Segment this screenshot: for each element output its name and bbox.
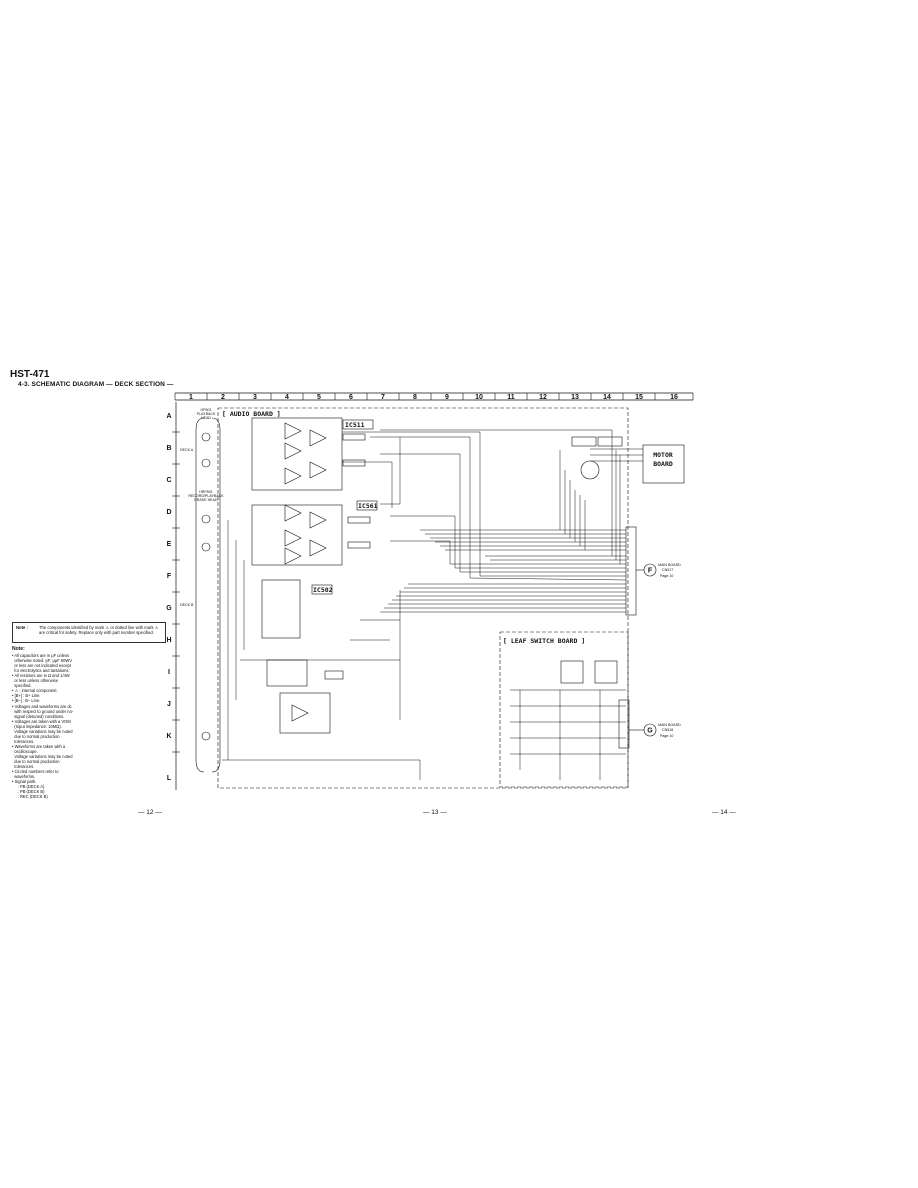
note-item: • Circled numbers refer to waveforms. [12, 769, 59, 780]
grid-column-label: 14 [603, 394, 611, 401]
note-item: • [B+] : B+ Line. [12, 693, 41, 699]
rec-head-label: RECORD/PLAYBACK [188, 494, 224, 498]
notes-title: Note: [12, 646, 25, 652]
safety-note-box: Note : The components identified by mark… [12, 622, 166, 643]
ic502-label: IC502 [313, 586, 333, 594]
grid-row-label: G [166, 605, 172, 612]
grid-column-label: 3 [253, 394, 257, 401]
safety-note-text: The components identified by mark ⚠ or d… [39, 625, 159, 636]
connector-f-symbol: F [648, 568, 653, 575]
section-title: 4-3. SCHEMATIC DIAGRAM — DECK SECTION — [18, 381, 174, 388]
grid-column-label: 7 [381, 394, 385, 401]
page-number-center: — 13 — [423, 809, 447, 816]
page-number-right: — 14 — [712, 809, 736, 816]
grid-column-label: 9 [445, 394, 449, 401]
note-item: • Signal path. [12, 779, 37, 785]
grid-column-label: 15 [635, 394, 643, 401]
note-item: • ⚠ : internal component. [12, 688, 58, 694]
note-item: • Voltages and waveforms are dc with res… [12, 703, 74, 719]
page-number-left: — 12 — [138, 809, 162, 816]
leaf-switch-board-title: [ LEAF SWITCH BOARD ] [503, 637, 585, 645]
connector-f-label: MAIN BOARD [658, 563, 681, 567]
grid-column-label: 6 [349, 394, 353, 401]
grid-column-label: 5 [317, 394, 321, 401]
grid-row-label: D [166, 509, 171, 516]
rec-head-label: HRP501 [199, 490, 213, 494]
grid-row-label: H [166, 637, 171, 644]
grid-row-label: A [166, 413, 171, 420]
note-item: : PB (DECK B) [12, 789, 45, 795]
connector-f-label: Page 10 [660, 574, 673, 578]
grid-column-label: 10 [475, 394, 483, 401]
ic561-label: IC561 [358, 502, 378, 510]
grid-row-label: E [167, 541, 172, 548]
connector-g-symbol: G [647, 728, 653, 735]
grid-column-label: 11 [507, 394, 515, 401]
connector-g-label: CN518 [662, 728, 673, 732]
motor-board-title-line2: BOARD [653, 460, 673, 468]
grid-column-label: 8 [413, 394, 417, 401]
grid-row-label: L [167, 775, 172, 782]
deck-b-label: DECK B [180, 603, 194, 607]
grid-row-label: C [166, 477, 171, 484]
grid-column-label: 12 [539, 394, 547, 401]
rec-head-label: ERASE HEAD [194, 498, 218, 502]
grid-column-label: 16 [670, 394, 678, 401]
connector-g-label: MAIN BOARD [658, 723, 681, 727]
grid-row-label: F [167, 573, 172, 580]
audio-board-title: [ AUDIO BOARD ] [222, 410, 281, 418]
connector-f-label: CN517 [662, 568, 673, 572]
grid-row-label: J [167, 701, 171, 708]
grid-column-label: 13 [571, 394, 579, 401]
note-item: : PB (DECK A) [12, 784, 45, 790]
ic511-label: IC511 [345, 421, 365, 429]
playback-head-label: PLAYBACK [197, 412, 216, 416]
playback-head-label: HP501 [201, 408, 212, 412]
model-number: HST-471 [10, 369, 50, 380]
connector-g-label: Page 10 [660, 734, 673, 738]
grid-row-label: B [166, 445, 171, 452]
motor-board-title-line1: MOTOR [653, 451, 673, 459]
note-item: • All capacitors are in μF unless otherw… [12, 653, 73, 674]
grid-row-label: K [166, 733, 171, 740]
grid-column-label: 4 [285, 394, 289, 401]
note-item: • [B–] : B– Line. [12, 698, 41, 704]
grid-column-label: 1 [189, 394, 193, 401]
safety-note-label: Note : [16, 625, 28, 630]
note-item: : REC (DECK B) [12, 794, 48, 800]
note-item: • All resistors are in Ω and 1/4W or les… [12, 673, 70, 689]
grid-column-label: 2 [221, 394, 225, 401]
deck-a-label: DECK A [180, 448, 194, 452]
grid-row-label: I [168, 669, 170, 676]
note-item: • Voltages are taken with a VOM (Input i… [12, 718, 73, 744]
note-item: • Waveforms are taken with a oscilloscop… [12, 743, 73, 770]
schematic-notes: Note: • All capacitors are in μF unless … [12, 646, 74, 800]
playback-head-label: HEAD [201, 416, 211, 420]
